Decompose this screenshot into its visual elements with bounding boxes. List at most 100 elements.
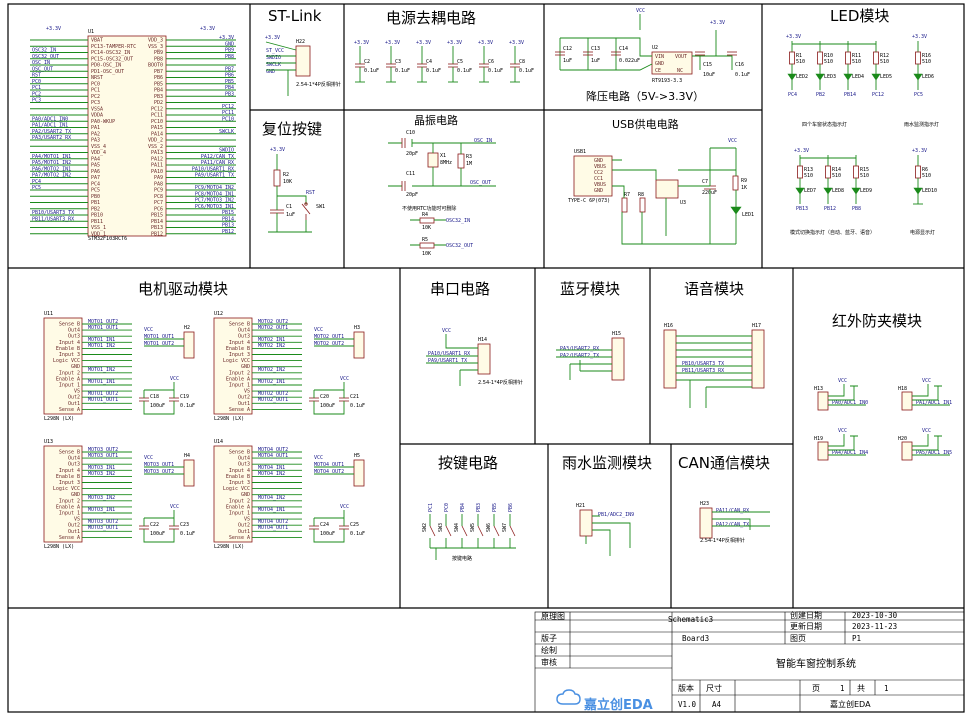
led-d-ref: LED8	[832, 188, 844, 194]
crystal-c11-val: 20pF	[406, 192, 418, 198]
mcu-net-label: OSC_IN	[32, 60, 50, 66]
motor-header[interactable]	[183, 331, 195, 359]
led-d-ref: LED2	[796, 74, 808, 80]
led-title: LED模块	[830, 7, 889, 25]
usb-vcc: VCC	[728, 138, 737, 144]
key-ref: SW3	[438, 523, 444, 532]
mcu-net-label: PB14	[222, 216, 234, 222]
can-block: CAN通信模块 H23 PA11/CAN_RX PA12/CAN_TX 2.54…	[678, 454, 770, 544]
led-r-ref: R10	[824, 53, 833, 59]
decoupling-block: 电源去耦电路 +3.3VC20.1uF+3.3VC30.1uF+3.3VC40.…	[354, 9, 534, 83]
crystal-r4[interactable]	[419, 217, 435, 224]
driver-pin-label: VS	[74, 389, 80, 395]
key-contact[interactable]	[493, 525, 500, 537]
ir-header[interactable]	[817, 391, 829, 411]
led-icon[interactable]	[913, 187, 923, 195]
mcu-net-label: PC3	[32, 98, 41, 104]
can-header[interactable]	[699, 507, 713, 539]
mcu-pin-label: PC11	[151, 113, 163, 119]
mcu-pin-label: PA8	[154, 181, 163, 187]
crystal-r5[interactable]	[419, 242, 435, 249]
motor-header[interactable]	[353, 331, 365, 359]
l298n-chip[interactable]	[43, 445, 83, 543]
motor-header[interactable]	[183, 459, 195, 487]
decoup-cap-val: 0.1uF	[426, 68, 441, 74]
driver-pin-label: Enable A	[226, 504, 250, 510]
serial-net-tx: PA9/USART1_TX	[428, 358, 467, 364]
key-contact[interactable]	[461, 525, 468, 537]
usb-connector[interactable]	[573, 155, 613, 197]
can-ref: H23	[700, 501, 709, 507]
tb-page-id: P1	[852, 634, 861, 643]
can-note: 2.54-1*4P反相排针	[700, 537, 745, 544]
ir-ref: H19	[814, 436, 823, 442]
led-icon[interactable]	[795, 187, 805, 195]
mcu-net-label: PC2	[32, 91, 41, 97]
motor-title: 电机驱动模块	[138, 280, 228, 298]
key-contact[interactable]	[477, 525, 484, 537]
mcu-pin-label: BOOT0	[148, 63, 163, 69]
usb-r7[interactable]	[621, 197, 628, 213]
reg-pin-ce: CE	[655, 68, 661, 74]
driver-pin-label: Out1	[238, 529, 250, 535]
driver-pin-label: Enable B	[226, 346, 250, 352]
bluetooth-net-rx: PA3/USART2_RX	[560, 346, 599, 352]
mcu-net-label: +3.3V	[219, 35, 234, 41]
mcu-pin-label: PC13-TAMPER-RTC	[91, 44, 136, 50]
key-contact[interactable]	[445, 525, 452, 537]
motor-header-net: MOTO1_OUT2	[144, 341, 174, 347]
driver-net-label: MOTO2_IN1	[258, 379, 285, 385]
led-icon[interactable]	[843, 73, 853, 81]
led-r-val: 510	[880, 59, 889, 65]
led-icon[interactable]	[851, 187, 861, 195]
rain-header[interactable]	[579, 509, 593, 537]
usb-r7-ref: R7	[624, 192, 630, 198]
mcu-net-label: PA11/CAN_RX	[201, 160, 234, 166]
l298n-chip[interactable]	[43, 317, 83, 415]
l298n-chip[interactable]	[213, 317, 253, 415]
led-icon[interactable]	[871, 73, 881, 81]
motor-header[interactable]	[353, 459, 365, 487]
voice-header-b[interactable]	[751, 329, 765, 389]
key-contact[interactable]	[429, 525, 436, 537]
driver-net-label: MOTO2_IN1	[258, 337, 285, 343]
led-note-group2: 模式切换指示灯（自动、蓝牙、语音）	[790, 229, 875, 236]
ir-header[interactable]	[901, 441, 913, 461]
crystal-osc32-out: OSC32_OUT	[446, 243, 473, 249]
led-icon[interactable]	[787, 73, 797, 81]
voice-header-a[interactable]	[663, 329, 677, 389]
led-icon[interactable]	[815, 73, 825, 81]
serial-block: 串口电路 H14 VCC PA10/USART1_RX PA9/USART1_T…	[426, 280, 523, 386]
serial-header[interactable]	[477, 343, 491, 375]
ir-header[interactable]	[817, 441, 829, 461]
regulator-chip[interactable]	[651, 51, 693, 75]
key-contact[interactable]	[509, 525, 516, 537]
reset-net: RST	[306, 190, 315, 196]
driver-net-label: MOTO2_OUT1	[258, 397, 288, 403]
mcu-pin-label: PB3	[154, 94, 163, 100]
motor-cap-ref: C24	[320, 522, 329, 528]
l298n-chip[interactable]	[213, 445, 253, 543]
usb-r9[interactable]	[732, 175, 739, 191]
led-net: PB2	[816, 92, 825, 98]
mcu-net-label: SWCLK	[219, 129, 234, 135]
crystal-x1[interactable]	[427, 152, 439, 168]
led-icon[interactable]	[823, 187, 833, 195]
led-r-val: 510	[922, 59, 931, 65]
mcu-pin-label: PD0-OSC_IN	[91, 63, 121, 69]
mcu-net-label: PC5	[32, 185, 41, 191]
mcu-pin-label: PD1-OSC_OUT	[91, 69, 124, 75]
usb-u3[interactable]	[655, 179, 679, 199]
bluetooth-header[interactable]	[611, 337, 625, 381]
mcu-chip[interactable]	[87, 35, 167, 237]
led-icon[interactable]	[913, 73, 923, 81]
rain-block: 雨水监测模块 H21 PB1/ADC2_IN9	[562, 454, 652, 556]
usb-r8[interactable]	[639, 197, 646, 213]
ir-header[interactable]	[901, 391, 913, 411]
led-pwr: +3.3V	[794, 148, 809, 154]
stlink-header[interactable]	[295, 45, 311, 77]
